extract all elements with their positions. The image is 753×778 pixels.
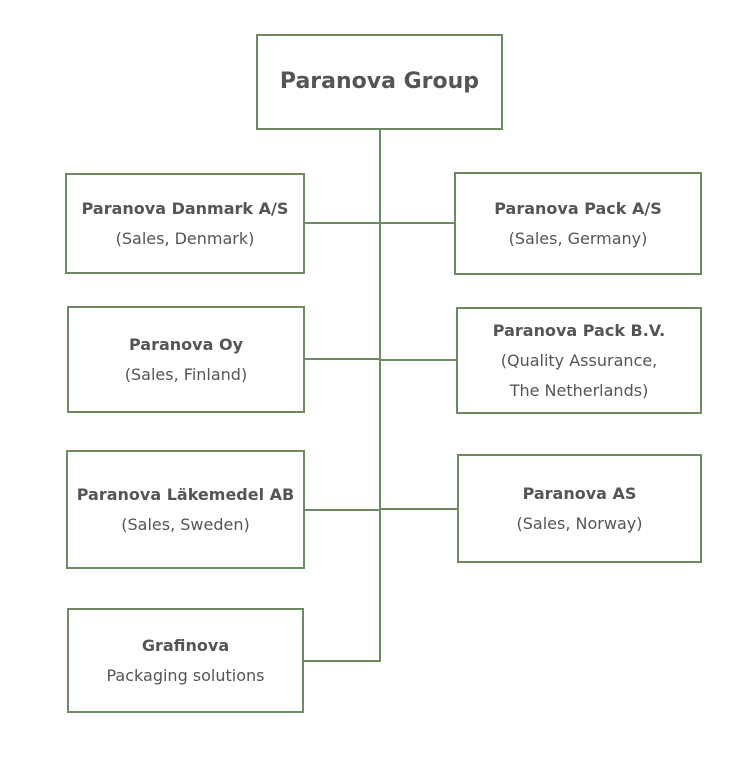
node-description: The Netherlands) — [509, 380, 649, 400]
node-paranova-group: Paranova Group — [256, 34, 503, 130]
node-paranova-pack-as: Paranova Pack A/S (Sales, Germany) — [454, 172, 702, 275]
node-description: (Sales, Denmark) — [115, 228, 255, 248]
node-paranova-oy: Paranova Oy (Sales, Finland) — [67, 306, 305, 413]
node-description: Packaging solutions — [106, 665, 265, 685]
node-description: (Sales, Finland) — [124, 364, 248, 384]
node-description: (Quality Assurance, — [500, 350, 658, 370]
node-paranova-as: Paranova AS (Sales, Norway) — [457, 454, 702, 563]
node-name: Paranova Danmark A/S — [81, 198, 289, 218]
node-description: (Sales, Germany) — [508, 228, 648, 248]
node-grafinova: Grafinova Packaging solutions — [67, 608, 304, 713]
node-name: Paranova Pack A/S — [494, 198, 662, 218]
node-name: Paranova Läkemedel AB — [76, 484, 295, 504]
node-paranova-pack-bv: Paranova Pack B.V. (Quality Assurance, T… — [456, 307, 702, 414]
node-description: (Sales, Sweden) — [121, 514, 250, 534]
node-name: Grafinova — [141, 635, 230, 655]
node-description: (Sales, Norway) — [516, 513, 643, 533]
node-name: Paranova Oy — [129, 334, 243, 354]
node-paranova-danmark: Paranova Danmark A/S (Sales, Denmark) — [65, 173, 305, 274]
node-name: Paranova Pack B.V. — [492, 320, 666, 340]
node-paranova-lakemedel: Paranova Läkemedel AB (Sales, Sweden) — [66, 450, 305, 569]
node-name: Paranova Group — [279, 69, 480, 94]
node-name: Paranova AS — [522, 483, 637, 503]
